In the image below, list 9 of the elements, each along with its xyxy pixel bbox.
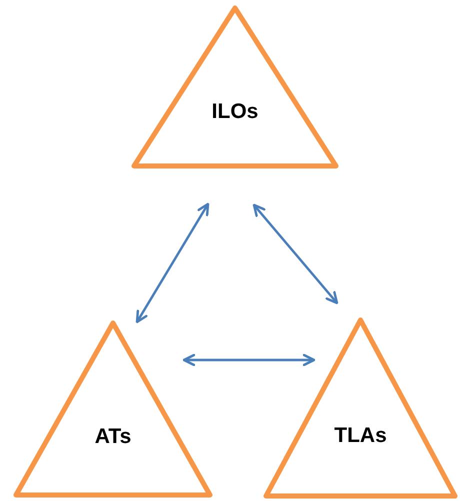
node-label: TLAs — [334, 425, 387, 446]
node-label: ILOs — [212, 101, 258, 122]
double-arrow — [252, 204, 338, 304]
double-arrow — [182, 354, 316, 366]
triangle-node — [13, 320, 213, 498]
node-label: ATs — [94, 426, 132, 447]
double-arrow — [136, 202, 210, 324]
triangle-node — [263, 317, 458, 499]
triangle-node — [131, 5, 339, 169]
